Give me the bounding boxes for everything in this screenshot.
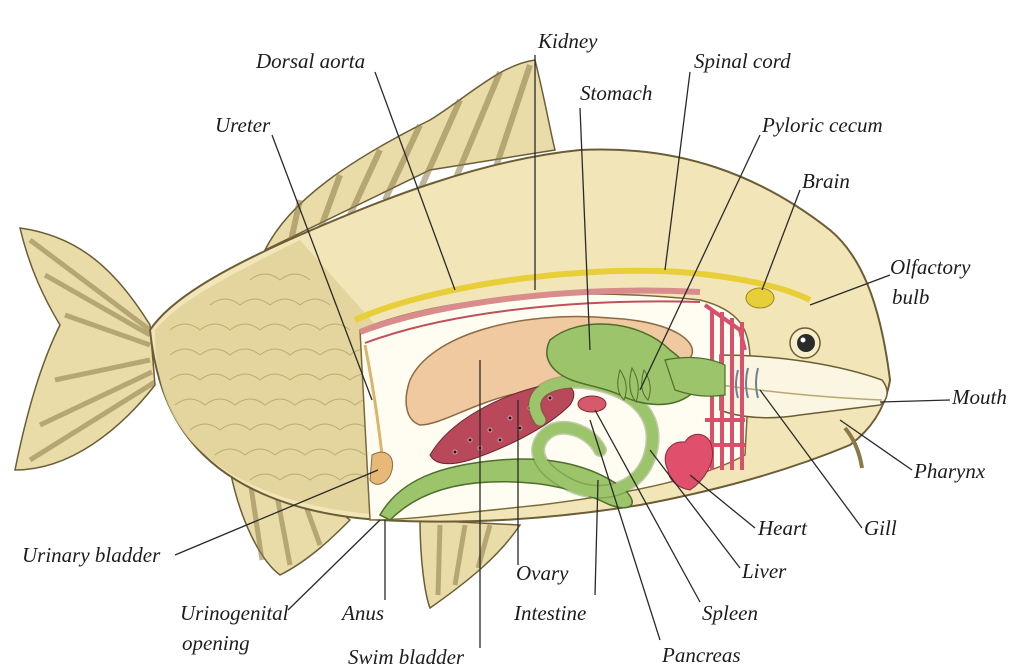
brain [746, 288, 774, 308]
label-stomach: Stomach [580, 81, 652, 105]
label-mouth: Mouth [951, 385, 1007, 409]
label-ovary: Ovary [516, 561, 569, 585]
label-anus: Anus [340, 601, 384, 625]
spleen [578, 396, 606, 412]
label-spleen: Spleen [702, 601, 758, 625]
label-swim-bladder: Swim bladder [348, 645, 465, 669]
label-olfactory: Olfactory [890, 255, 971, 279]
label-bulb: bulb [892, 285, 929, 309]
label-kidney: Kidney [537, 29, 598, 53]
label-intestine: Intestine [513, 601, 586, 625]
label-opening: opening [182, 631, 250, 655]
label-urinary-bladder: Urinary bladder [22, 543, 161, 567]
label-pyloric-cecum: Pyloric cecum [761, 113, 883, 137]
label-ureter: Ureter [215, 113, 271, 137]
anal-fin [420, 520, 520, 608]
label-pharynx: Pharynx [913, 459, 986, 483]
caudal-fin [15, 228, 155, 470]
label-heart: Heart [757, 516, 808, 540]
label-spinal-cord: Spinal cord [694, 49, 791, 73]
label-dorsal-aorta: Dorsal aorta [255, 49, 365, 73]
label-liver: Liver [741, 559, 787, 583]
label-urinogenital: Urinogenital [180, 601, 289, 625]
label-brain: Brain [802, 169, 850, 193]
label-pancreas: Pancreas [661, 643, 741, 667]
label-gill: Gill [864, 516, 897, 540]
eye [790, 328, 820, 358]
